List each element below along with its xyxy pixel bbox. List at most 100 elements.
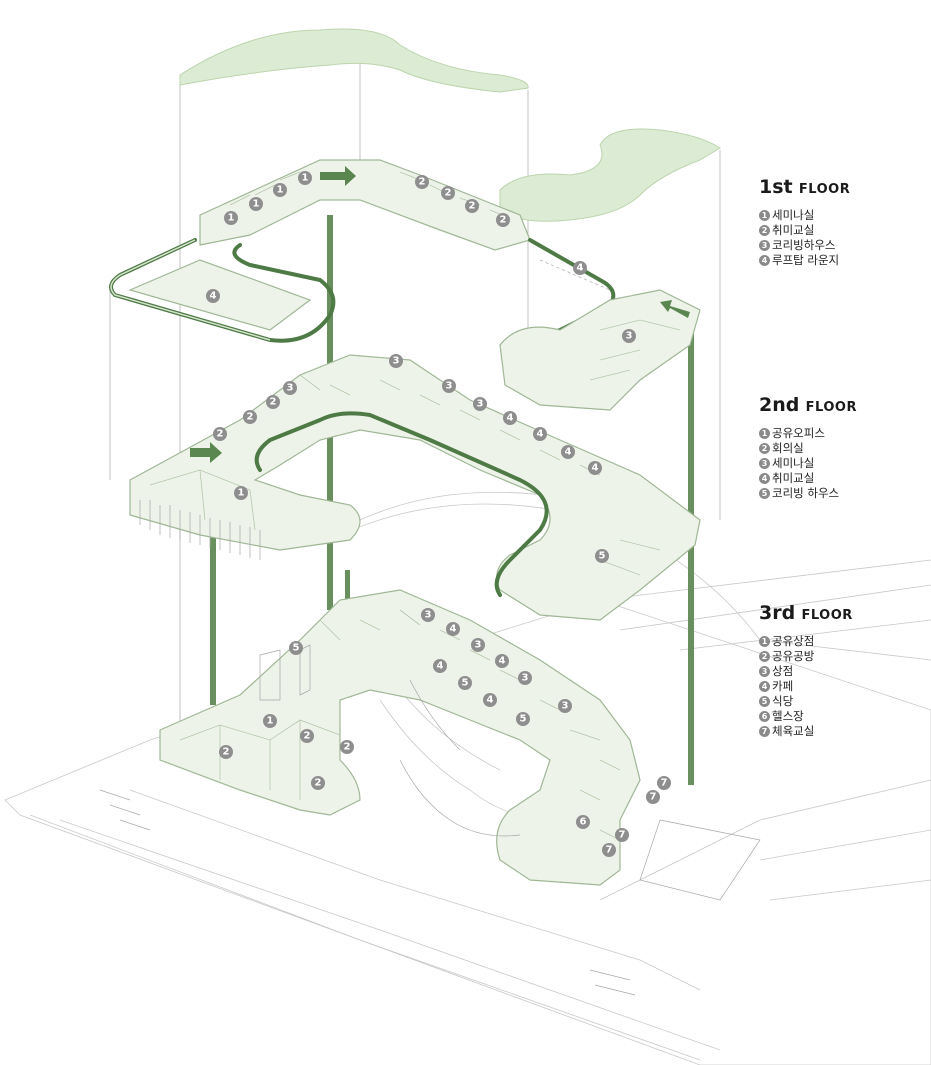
svg-text:2: 2 — [469, 201, 476, 212]
svg-text:4: 4 — [565, 447, 572, 458]
diagram-label: 3 — [442, 379, 456, 393]
diagram-label: 1 — [273, 183, 287, 197]
svg-text:3: 3 — [475, 640, 482, 651]
svg-text:1: 1 — [267, 716, 274, 727]
diagram-label: 2 — [415, 175, 429, 189]
svg-text:3: 3 — [287, 383, 294, 394]
diagram-label: 3 — [471, 638, 485, 652]
legend-label: 공유오피스 — [772, 426, 825, 440]
diagram-label: 5 — [516, 712, 530, 726]
diagram-label: 7 — [602, 843, 616, 857]
legend-label: 취미교실 — [772, 223, 815, 237]
diagram-label: 2 — [311, 776, 325, 790]
diagram-label: 3 — [389, 354, 403, 368]
diagram-label: 2 — [465, 199, 479, 213]
diagram-label: 2 — [441, 186, 455, 200]
roof-garden-blob-right — [499, 128, 721, 222]
roof-garden-blob-left — [179, 28, 529, 93]
diagram-label: 2 — [340, 740, 354, 754]
diagram-label: 2 — [213, 427, 227, 441]
diagram-label: 3 — [558, 699, 572, 713]
floor-1-arrow — [320, 166, 356, 186]
diagram-label: 4 — [573, 261, 587, 275]
svg-text:1: 1 — [302, 173, 309, 184]
diagram-label: 3 — [283, 381, 297, 395]
legend-label: 코리빙하우스 — [772, 238, 836, 252]
diagram-label: 2 — [496, 213, 510, 227]
svg-text:2: 2 — [270, 397, 277, 408]
legend-label: 카페 — [772, 679, 794, 693]
floor-1-plan — [109, 159, 701, 411]
legend-num: 5 — [759, 696, 770, 707]
legend-label: 식당 — [772, 694, 794, 708]
diagram-label: 7 — [615, 828, 629, 842]
diagram-label: 7 — [646, 790, 660, 804]
diagram-label: 2 — [300, 729, 314, 743]
svg-text:7: 7 — [650, 792, 657, 803]
svg-text:4: 4 — [487, 695, 494, 706]
svg-text:2: 2 — [217, 429, 224, 440]
svg-text:3: 3 — [522, 673, 529, 684]
svg-text:7: 7 — [619, 830, 626, 841]
diagram-label: 3 — [421, 608, 435, 622]
legend-label: 루프탑 라운지 — [772, 253, 840, 267]
svg-text:1: 1 — [238, 488, 245, 499]
floor-1-labels: 1 1 1 1 2 2 2 2 2 4 4 3 — [206, 171, 636, 343]
legend-num: 4 — [759, 681, 770, 692]
floor-ordinal: 1st — [759, 176, 793, 198]
legend-num: 3 — [759, 458, 770, 469]
svg-text:4: 4 — [507, 413, 514, 424]
svg-text:2: 2 — [223, 747, 230, 758]
diagram-label: 1 — [263, 714, 277, 728]
svg-text:6: 6 — [580, 817, 587, 828]
svg-text:4: 4 — [592, 463, 599, 474]
svg-text:1: 1 — [277, 185, 284, 196]
floor-3-labels: 3 4 3 4 3 4 5 5 4 5 3 1 2 2 2 2 6 7 7 7 … — [219, 608, 671, 857]
floor-word: FLOOR — [801, 608, 853, 623]
legend-title: 2nd FLOOR — [759, 394, 929, 416]
legend-num: 3 — [759, 240, 770, 251]
floor-word: FLOOR — [805, 400, 857, 415]
svg-text:4: 4 — [499, 656, 506, 667]
diagram-label: 1 — [224, 211, 238, 225]
site-plan — [4, 491, 931, 1065]
svg-text:3: 3 — [562, 701, 569, 712]
legend-label: 세미나실 — [772, 456, 815, 470]
diagram-label: 3 — [622, 329, 636, 343]
legend-num: 3 — [759, 666, 770, 677]
diagram-label: 4 — [495, 654, 509, 668]
diagram-label: 4 — [588, 461, 602, 475]
legend-label: 코리빙 하우스 — [772, 486, 840, 500]
legend-num: 4 — [759, 255, 770, 266]
svg-text:2: 2 — [419, 177, 426, 188]
legend-num: 4 — [759, 473, 770, 484]
svg-text:3: 3 — [393, 356, 400, 367]
svg-text:5: 5 — [293, 643, 300, 654]
diagram-label: 4 — [433, 659, 447, 673]
legend-num: 1 — [759, 210, 770, 221]
diagram-label: 1 — [234, 486, 248, 500]
floor-3-plan — [159, 589, 641, 886]
diagram-label: 2 — [266, 395, 280, 409]
svg-text:1: 1 — [253, 199, 260, 210]
svg-text:4: 4 — [450, 624, 457, 635]
diagram-label: 5 — [595, 549, 609, 563]
svg-text:2: 2 — [500, 215, 507, 226]
floor-1-east-arrow — [660, 300, 690, 318]
floor-2-arrow — [190, 442, 222, 463]
legend-num: 6 — [759, 711, 770, 722]
svg-text:2: 2 — [445, 188, 452, 199]
floor-word: FLOOR — [798, 182, 851, 197]
diagram-label: 4 — [206, 289, 220, 303]
